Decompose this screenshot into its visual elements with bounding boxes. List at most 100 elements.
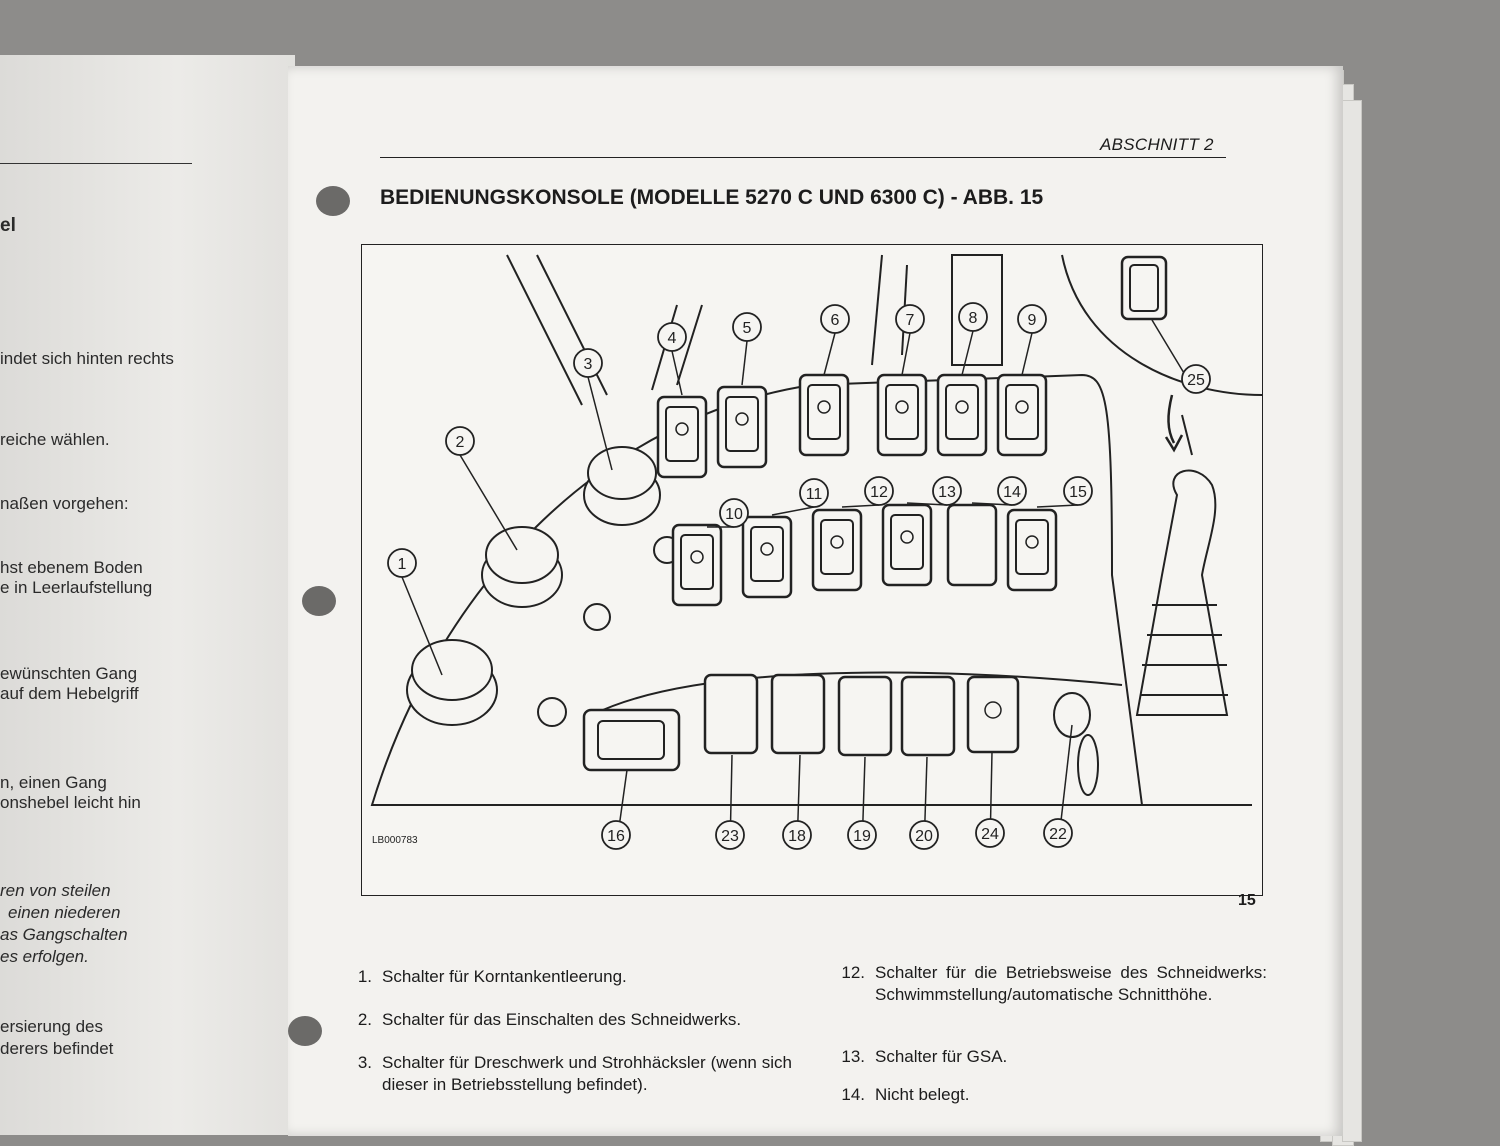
figure-number: 15 — [1238, 892, 1256, 909]
callout-label: 1 — [398, 556, 407, 573]
left-fragment: naßen vorgehen: — [0, 494, 129, 513]
callout-25: 25 — [1181, 364, 1211, 394]
left-fragment: einen niederen — [8, 903, 121, 922]
legend-item: 2. Schalter für das Einschalten des Schne… — [340, 1009, 810, 1031]
legend-number: 13. — [841, 1047, 865, 1066]
rocker-switch — [996, 373, 1048, 457]
legend-item: 13. Schalter für GSA. — [833, 1046, 1273, 1068]
callout-14: 14 — [997, 476, 1027, 506]
left-fragment: reiche wählen. — [0, 430, 110, 449]
switch-24 — [966, 675, 1020, 754]
callout-label: 16 — [607, 828, 625, 845]
callout-22: 22 — [1043, 818, 1073, 848]
callout-15: 15 — [1063, 476, 1093, 506]
callout-8: 8 — [958, 302, 988, 332]
legend-number: 14. — [841, 1085, 865, 1104]
blank-switch — [837, 675, 893, 757]
header-rule — [380, 157, 1226, 158]
callout-label: 19 — [853, 828, 871, 845]
left-fragment: onshebel leicht hin — [0, 793, 141, 812]
legend-number: 12. — [841, 963, 865, 982]
callout-20: 20 — [909, 820, 939, 850]
page-title: BEDIENUNGSKONSOLE (MODELLE 5270 C UND 63… — [380, 186, 1044, 209]
knob-1 — [406, 639, 498, 726]
knob-indicator — [583, 603, 611, 631]
rocker-switch — [656, 395, 708, 479]
switch-16 — [582, 708, 681, 772]
callout-18: 18 — [782, 820, 812, 850]
callout-label: 23 — [721, 828, 739, 845]
callout-7: 7 — [895, 304, 925, 334]
callout-10: 10 — [719, 498, 749, 528]
callout-label: 9 — [1028, 312, 1037, 329]
callout-label: 22 — [1049, 826, 1067, 843]
callout-label: 13 — [938, 484, 956, 501]
rocker-switch — [741, 515, 793, 599]
switch-25 — [1120, 255, 1168, 321]
legend-number: 2. — [357, 1010, 372, 1029]
callout-label: 15 — [1069, 484, 1087, 501]
left-fragment: auf dem Hebelgriff — [0, 684, 139, 703]
callout-12: 12 — [864, 476, 894, 506]
callout-label: 4 — [668, 330, 677, 347]
callout-label: 12 — [870, 484, 888, 501]
left-fragment: hst ebenem Boden — [0, 558, 143, 577]
section-label: ABSCHNITT 2 — [1100, 135, 1214, 154]
callout-label: 25 — [1187, 372, 1205, 389]
knob-2 — [481, 526, 563, 608]
rocker-switch — [936, 373, 988, 457]
blank-switch — [770, 673, 826, 755]
rocker-switch — [716, 385, 768, 469]
left-fragment: n, einen Gang — [0, 773, 107, 792]
callout-label: 2 — [456, 434, 465, 451]
callout-23: 23 — [715, 820, 745, 850]
rocker-switch — [811, 508, 863, 592]
legend-text: Schalter für GSA. — [875, 1047, 1008, 1066]
legend-text: Schalter für Korntankentleerung. — [382, 967, 627, 986]
figure-code: LB000783 — [372, 835, 418, 846]
page-stack-edge — [1342, 100, 1362, 1142]
callout-label: 3 — [584, 356, 593, 373]
legend-text: Nicht belegt. — [875, 1085, 970, 1104]
legend-item: 12. Schalter für die Betriebsweise des Sc… — [833, 962, 1273, 1006]
callout-24: 24 — [975, 818, 1005, 848]
legend-text: Schalter für die Betriebsweise des Schne… — [875, 963, 1267, 1004]
knob-3 — [583, 446, 661, 526]
callout-13: 13 — [932, 476, 962, 506]
callout-label: 8 — [969, 310, 978, 327]
left-fragment: es erfolgen. — [0, 947, 89, 966]
callout-label: 20 — [915, 828, 933, 845]
left-fragment: ren von steilen — [0, 881, 111, 900]
callout-19: 19 — [847, 820, 877, 850]
punch-hole — [316, 186, 350, 216]
callout-4: 4 — [657, 322, 687, 352]
blank-switch — [703, 673, 759, 755]
legend-item: 14. Nicht belegt. — [833, 1084, 1273, 1106]
callout-3: 3 — [573, 348, 603, 378]
callout-label: 10 — [725, 506, 743, 523]
rocker-switch — [798, 373, 850, 457]
legend-number: 3. — [357, 1053, 372, 1072]
callout-6: 6 — [820, 304, 850, 334]
callout-label: 18 — [788, 828, 806, 845]
legend-text: Schalter für das Einschalten des Schneid… — [382, 1010, 742, 1029]
knob-indicator — [537, 697, 567, 727]
left-page-rule — [0, 163, 192, 164]
rocker-switch — [876, 373, 928, 457]
rocker-switch — [946, 503, 998, 587]
left-fragment: indet sich hinten rechts — [0, 349, 174, 368]
callout-label: 7 — [906, 312, 915, 329]
callout-label: 14 — [1003, 484, 1021, 501]
rocker-switch — [671, 523, 723, 607]
callout-2: 2 — [445, 426, 475, 456]
right-page: ABSCHNITT 2 BEDIENUNGSKONSOLE (MODELLE 5… — [288, 66, 1343, 1136]
left-fragment: ersierung des — [0, 1017, 104, 1036]
callout-label: 24 — [981, 826, 999, 843]
left-fragment: as Gangschalten — [0, 925, 128, 944]
left-fragment: derers befindet — [0, 1039, 114, 1058]
legend-number: 1. — [357, 967, 372, 986]
left-fragment: e in Leerlaufstellung — [0, 578, 153, 597]
rocker-switch — [1006, 508, 1058, 592]
